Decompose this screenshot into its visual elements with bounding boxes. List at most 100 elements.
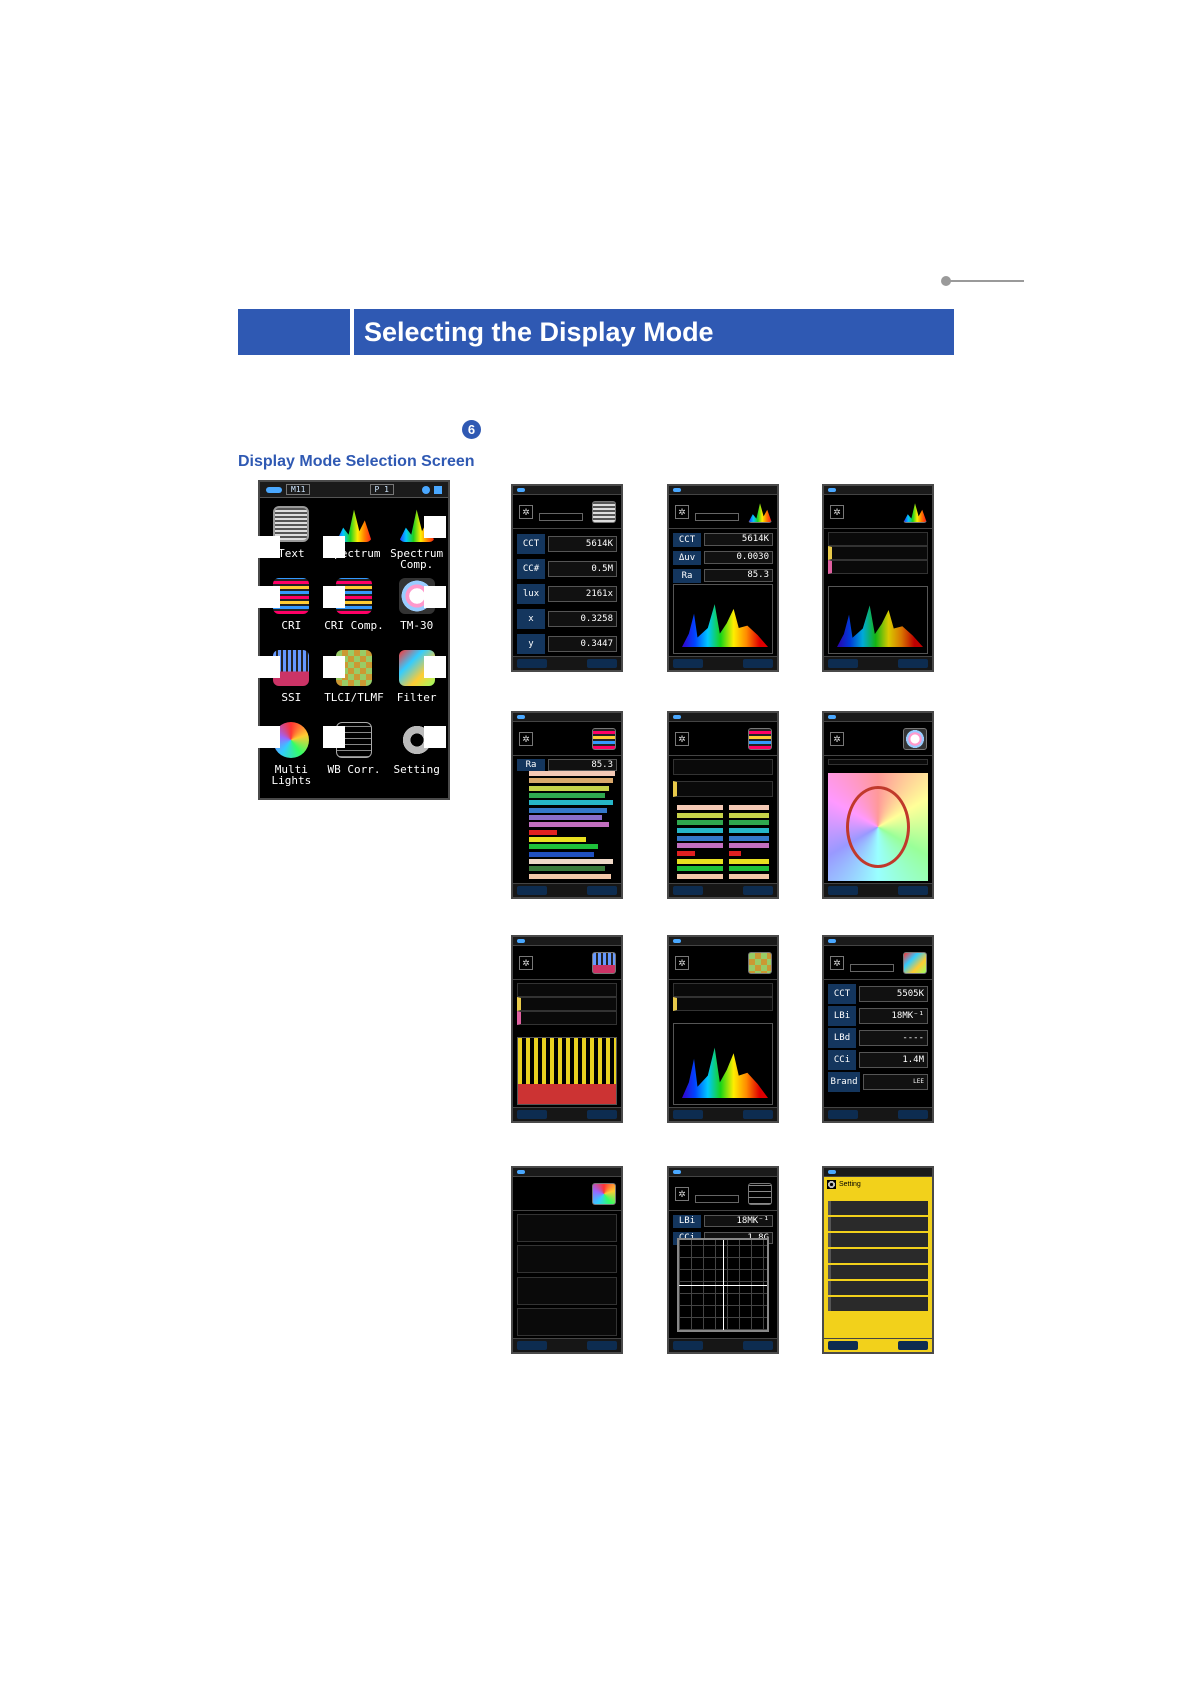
screen-footer[interactable] [669,1338,777,1352]
spectrum-graph[interactable] [828,586,928,654]
callout-marker [258,656,280,678]
screen-footer[interactable] [824,1338,932,1352]
multi-lights-mode-icon[interactable] [592,1183,616,1205]
value-field: LEE [863,1073,928,1090]
mode-tm30[interactable]: TM-30 [385,574,448,646]
mode-spectrum-comp[interactable]: Spectrum Comp. [385,502,448,574]
mode-ssi[interactable]: SSI [258,646,323,718]
cri-bar [729,835,769,841]
target-box[interactable] [539,513,583,521]
mode-setting[interactable]: Setting [385,718,448,790]
value-field: 1.4M [859,1051,928,1068]
mode-cri[interactable]: CRI [258,574,323,646]
screen-footer[interactable] [824,656,932,670]
status-bar [513,713,621,722]
light-source-icon[interactable]: ✲ [519,956,533,970]
mode-filter[interactable]: Filter [385,646,448,718]
ssi-mode-icon[interactable] [592,952,616,974]
light-source-icon[interactable]: ✲ [519,505,533,519]
screen-footer[interactable] [513,1107,621,1121]
filter-mode-icon[interactable] [903,952,927,974]
screen-footer[interactable] [669,883,777,897]
target-box[interactable] [695,513,739,521]
light-source-icon[interactable]: ✲ [675,1187,689,1201]
spectrum-mode-icon[interactable] [748,503,772,523]
status-bar [824,713,932,722]
multi-light-row [517,1245,617,1274]
setting-row-unit-of-illuminance[interactable] [828,1281,928,1295]
value-field: 18MK⁻¹ [704,1215,773,1227]
setting-row-lighting-filter-brand[interactable] [828,1249,928,1263]
mode-spectrum[interactable]: Spectrum [322,502,386,574]
light-source-icon[interactable]: ✲ [675,956,689,970]
mode-cri-comp[interactable]: CRI Comp. [322,574,386,646]
value-key: CC# [517,559,545,579]
cri-bar [729,827,769,833]
memory-indicator: M11 [286,484,311,495]
setting-row-white-balance-step[interactable] [828,1265,928,1279]
cri-bar [528,873,612,879]
value-key: CCT [517,534,545,554]
value-field: 2161x [548,586,617,602]
cri-bar [528,807,608,813]
ssi-graph[interactable] [517,1037,617,1105]
value-field: 18MK⁻¹ [859,1007,928,1024]
spectrum-graph[interactable] [673,1023,773,1105]
setting-row-lb-step[interactable] [828,1217,928,1231]
cri-bars-b [729,805,769,879]
target-box[interactable] [850,964,894,972]
screen-footer[interactable] [824,1107,932,1121]
text-mode-icon[interactable] [592,501,616,523]
ssi-row [517,997,617,1011]
screen-footer[interactable] [669,656,777,670]
setting-row-camera-filter-brand[interactable] [828,1233,928,1247]
wb-corr-mode-icon[interactable] [748,1183,772,1205]
tlci-mode-icon[interactable] [748,952,772,974]
cri-bar [729,850,742,856]
cri-bar [729,866,769,872]
status-bar [669,1168,777,1177]
light-source-icon[interactable]: ✲ [830,505,844,519]
light-source-icon[interactable]: ✲ [675,732,689,746]
light-source-icon[interactable]: ✲ [830,956,844,970]
tm30-mode-icon[interactable] [903,728,927,750]
screen-footer[interactable] [669,1107,777,1121]
cri-comp-mode-icon[interactable] [748,728,772,750]
screen-header: ✲ [669,495,777,529]
target-box[interactable] [695,1195,739,1203]
light-source-icon[interactable]: ✲ [830,732,844,746]
mode-text[interactable]: Text [258,502,323,574]
tlci-mode-screen: ✲ [667,935,779,1123]
status-bar [669,937,777,946]
screen-footer[interactable] [824,883,932,897]
light-source-icon[interactable]: ✲ [675,505,689,519]
setting-row-shutter-speed-step[interactable] [828,1201,928,1215]
light-source-icon[interactable]: ✲ [519,732,533,746]
spectrum-comp-mode-icon[interactable] [903,503,927,523]
value-field: 0.3258 [548,611,617,627]
comparison-row [828,560,928,574]
screen-footer[interactable] [513,1338,621,1352]
mode-wb-corr[interactable]: WB Corr. [322,718,386,790]
spectrum-comp-mode-screen: ✲ [822,484,934,672]
cri-bar [677,850,696,856]
screen-footer[interactable] [513,656,621,670]
title-bar: Selecting the Display Mode [354,309,954,355]
spectrum-curve [837,605,923,647]
mode-tlci[interactable]: TLCI/TLMF [322,646,386,718]
status-bar [824,486,932,495]
screen-footer[interactable] [513,883,621,897]
spectrum-graph[interactable] [673,584,773,654]
setting-row-color-space[interactable] [828,1297,928,1311]
wb-correction-grid[interactable] [677,1238,769,1332]
tm30-color-vector-graphic[interactable] [828,773,928,881]
screen-header [513,1177,621,1211]
mode-multi-lights[interactable]: Multi Lights [258,718,323,790]
status-bar [513,937,621,946]
cri-mode-icon[interactable] [592,728,616,750]
